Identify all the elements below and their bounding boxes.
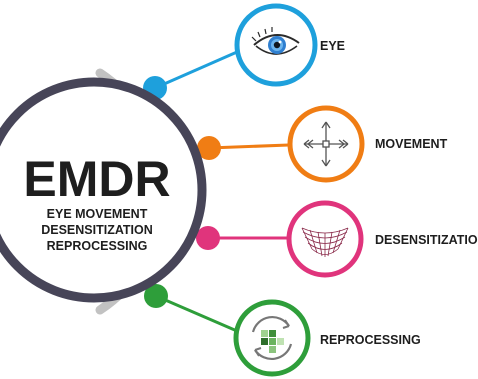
movement-label: MOVEMENT: [375, 137, 448, 151]
center-subtitle-line-1: EYE MOVEMENT: [47, 207, 148, 221]
connector-reprocessing: [155, 294, 238, 333]
center-subtitle-line-3: REPROCESSING: [47, 239, 148, 253]
dot-movement: [197, 136, 221, 160]
branch-desensitization: DESENSITIZATION: [286, 200, 478, 278]
center-subtitle-line-2: DESENSITIZATION: [41, 223, 153, 237]
eye-icon: [251, 27, 300, 55]
reprocessing-label: REPROCESSING: [320, 333, 421, 347]
cycle-blocks-icon: [251, 316, 293, 360]
branch-reprocessing: REPROCESSING: [233, 299, 421, 377]
eye-label: EYE: [320, 39, 345, 53]
desensitization-label: DESENSITIZATION: [375, 233, 478, 247]
center-circle: [0, 77, 207, 303]
connector-movement: [208, 143, 290, 150]
branch-movement: MOVEMENT: [287, 105, 448, 183]
connector-eye: [154, 50, 238, 90]
dot-reprocessing: [144, 284, 168, 308]
four-way-arrows-icon: [303, 121, 349, 167]
branch-eye: EYE: [234, 3, 345, 87]
dot-desensitization: [196, 226, 220, 250]
center-title: EMDR: [23, 151, 170, 207]
mesh-surface-icon: [301, 227, 349, 257]
